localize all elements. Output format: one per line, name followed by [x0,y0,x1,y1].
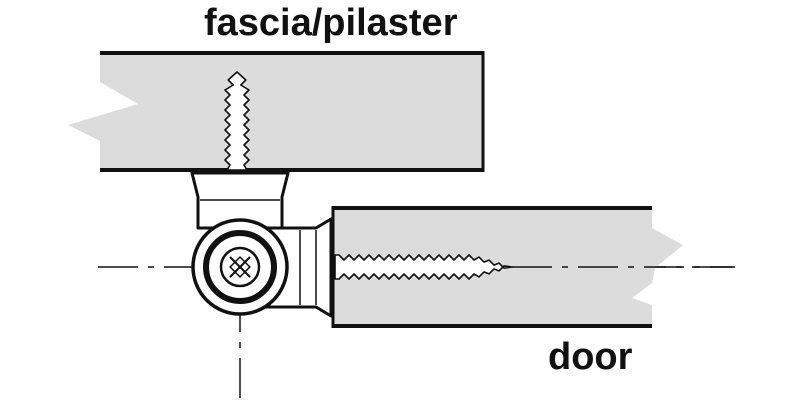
door-screw-icon [334,254,513,280]
phillips-screw-icon [229,256,251,278]
door-label: door [548,336,633,378]
fascia-screw-icon [224,71,250,171]
fascia-board-body [68,53,483,170]
hinge-knuckle [191,218,289,316]
fascia-pilaster-label: fascia/pilaster [204,2,458,44]
fascia-board [68,51,485,172]
